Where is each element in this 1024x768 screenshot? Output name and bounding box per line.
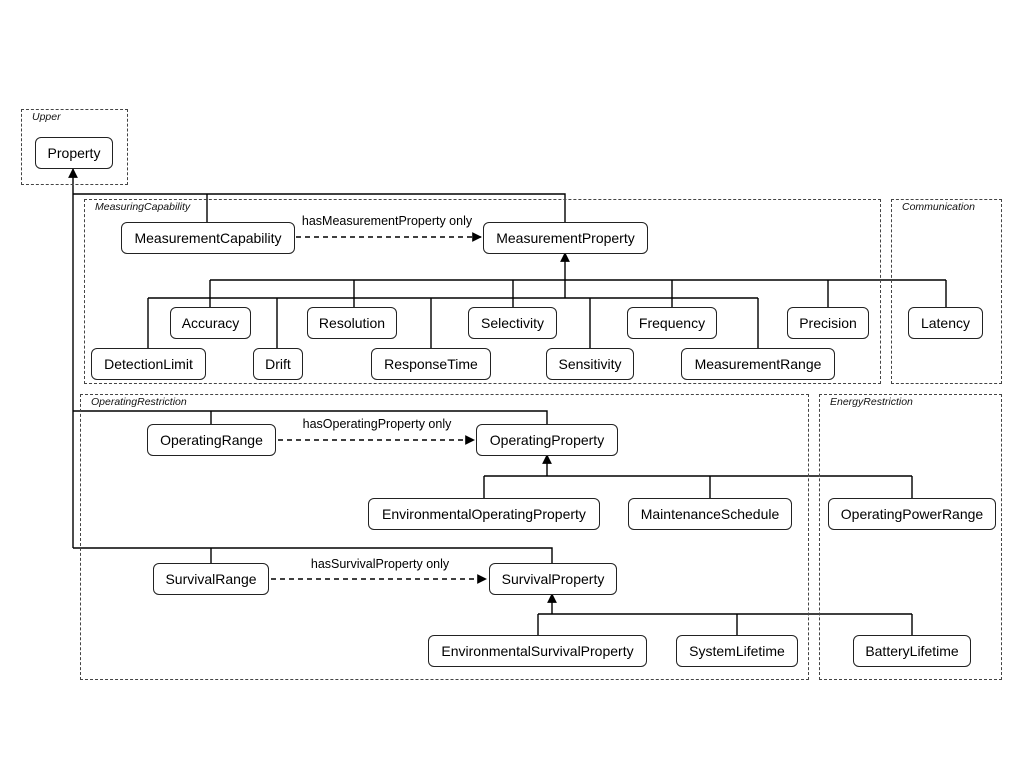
node-detection-limit[interactable]: DetectionLimit	[91, 348, 206, 380]
node-survival-property[interactable]: SurvivalProperty	[489, 563, 617, 595]
survival-branch-line	[73, 547, 553, 563]
group-communication: Communication	[891, 199, 1002, 384]
node-operating-property[interactable]: OperatingProperty	[476, 424, 618, 456]
node-sensitivity[interactable]: Sensitivity	[546, 348, 634, 380]
node-environmental-survival-property[interactable]: EnvironmentalSurvivalProperty	[428, 635, 647, 667]
operating-branch-line	[73, 410, 548, 424]
group-label: EnergyRestriction	[830, 396, 913, 408]
node-accuracy[interactable]: Accuracy	[170, 307, 251, 339]
group-label: OperatingRestriction	[91, 396, 187, 408]
edge-label-has-operating-property: hasOperatingProperty only	[302, 417, 452, 431]
node-property[interactable]: Property	[35, 137, 113, 169]
node-operating-power-range[interactable]: OperatingPowerRange	[828, 498, 996, 530]
node-measurement-capability[interactable]: MeasurementCapability	[121, 222, 295, 254]
node-precision[interactable]: Precision	[787, 307, 869, 339]
group-measuring-capability: MeasuringCapability	[84, 199, 881, 384]
group-label: MeasuringCapability	[95, 201, 191, 213]
node-selectivity[interactable]: Selectivity	[468, 307, 557, 339]
node-drift[interactable]: Drift	[253, 348, 303, 380]
edge-label-has-survival-property: hasSurvivalProperty only	[310, 557, 450, 571]
node-operating-range[interactable]: OperatingRange	[147, 424, 276, 456]
node-measurement-range[interactable]: MeasurementRange	[681, 348, 835, 380]
group-label: Upper	[32, 111, 61, 123]
measurement-branch-line	[73, 193, 566, 222]
node-response-time[interactable]: ResponseTime	[371, 348, 491, 380]
node-system-lifetime[interactable]: SystemLifetime	[676, 635, 798, 667]
node-environmental-operating-property[interactable]: EnvironmentalOperatingProperty	[368, 498, 600, 530]
node-battery-lifetime[interactable]: BatteryLifetime	[853, 635, 971, 667]
node-frequency[interactable]: Frequency	[627, 307, 717, 339]
group-upper: Upper	[21, 109, 128, 185]
node-maintenance-schedule[interactable]: MaintenanceSchedule	[628, 498, 792, 530]
group-energy-restriction: EnergyRestriction	[819, 394, 1002, 680]
group-label: Communication	[902, 201, 975, 213]
node-measurement-property[interactable]: MeasurementProperty	[483, 222, 648, 254]
group-operating-restriction: OperatingRestriction	[80, 394, 809, 680]
edge-label-has-measurement-property: hasMeasurementProperty only	[301, 214, 473, 228]
node-latency[interactable]: Latency	[908, 307, 983, 339]
node-survival-range[interactable]: SurvivalRange	[153, 563, 269, 595]
node-resolution[interactable]: Resolution	[307, 307, 397, 339]
